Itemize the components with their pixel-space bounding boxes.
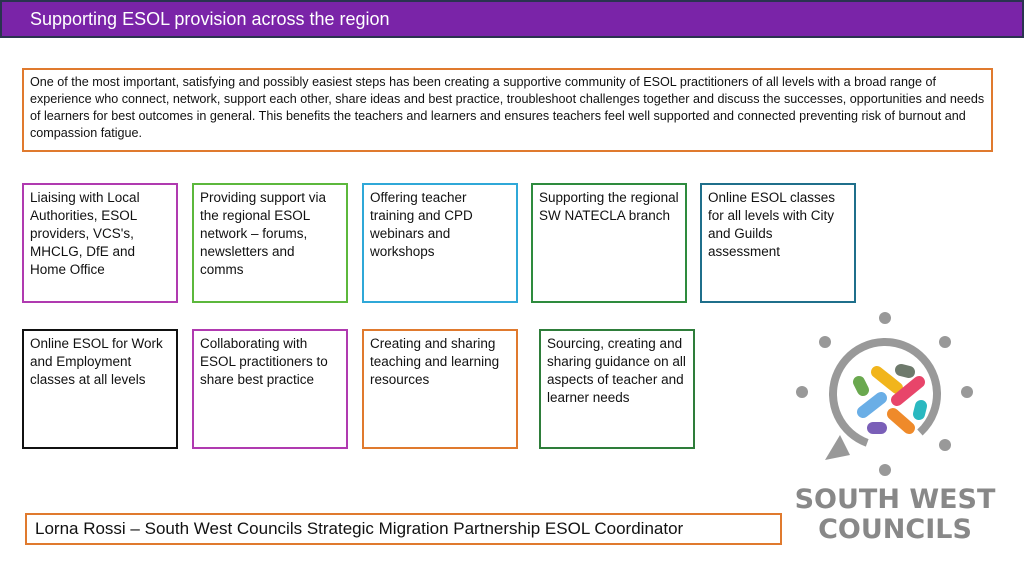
svg-text:COUNCILS: COUNCILS [818,514,972,545]
box-network-support: Providing support via the regional ESOL … [192,183,348,303]
box-resources: Creating and sharing teaching and learni… [362,329,518,449]
box-liaising: Liaising with Local Authorities, ESOL pr… [22,183,178,303]
box-work-employment: Online ESOL for Work and Employment clas… [22,329,178,449]
intro-text: One of the most important, satisfying an… [22,68,993,152]
box-guidance: Sourcing, creating and sharing guidance … [539,329,695,449]
svg-text:SOUTH WEST: SOUTH WEST [795,484,996,515]
south-west-councils-logo: SOUTH WEST COUNCILS [785,310,1005,550]
box-collaborating: Collaborating with ESOL practitioners to… [192,329,348,449]
box-teacher-training: Offering teacher training and CPD webina… [362,183,518,303]
slide-title: Supporting ESOL provision across the reg… [30,9,390,29]
box-natecla: Supporting the regional SW NATECLA branc… [531,183,687,303]
title-bar: Supporting ESOL provision across the reg… [0,0,1024,38]
footer-credit: Lorna Rossi – South West Councils Strate… [25,513,782,545]
compass-icon: SOUTH WEST COUNCILS [795,312,996,545]
box-online-classes: Online ESOL classes for all levels with … [700,183,856,303]
